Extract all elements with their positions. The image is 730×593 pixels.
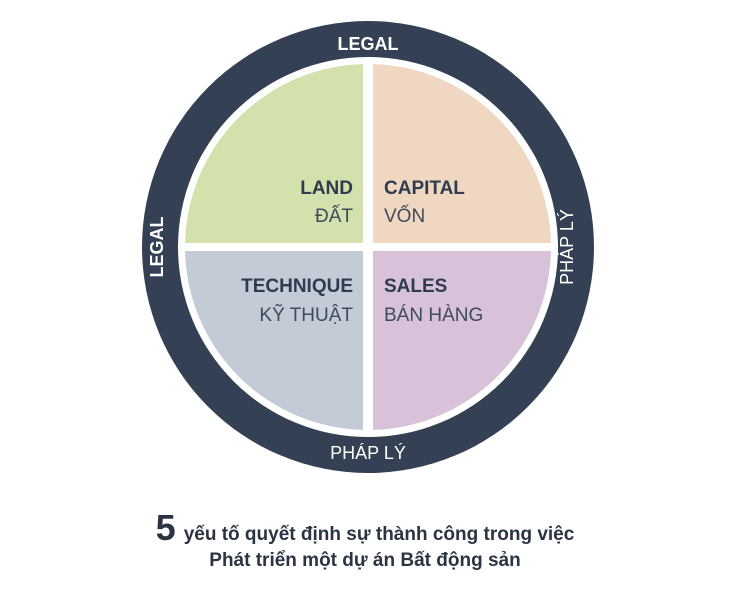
caption: 5 yếu tố quyết định sự thành công trong … bbox=[0, 508, 730, 572]
sales-label: SALES bbox=[384, 276, 447, 297]
technique-label-vi: KỸ THUẬT bbox=[259, 304, 353, 326]
ring-label-right: PHÁP LÝ bbox=[557, 209, 577, 285]
caption-line-2: Phát triển một dự án Bất động sản bbox=[209, 550, 521, 571]
land-label-vi: ĐẤT bbox=[315, 205, 353, 227]
caption-line-1-text: yếu tố quyết định sự thành công trong vi… bbox=[183, 524, 575, 545]
technique-label: TECHNIQUE bbox=[241, 276, 353, 297]
capital-label: CAPITAL bbox=[384, 178, 465, 199]
land-label: LAND bbox=[300, 178, 353, 199]
caption-line-1: 5 yếu tố quyết định sự thành công trong … bbox=[0, 508, 730, 548]
sales-label-vi: BÁN HÀNG bbox=[384, 305, 483, 326]
capital-label-vi: VỐN bbox=[384, 205, 425, 227]
ring-inner-border bbox=[178, 57, 558, 437]
ring-label-left: LEGAL bbox=[147, 216, 167, 277]
caption-number: 5 bbox=[155, 507, 176, 548]
ring-label-bottom: PHÁP LÝ bbox=[330, 443, 406, 463]
ring-label-top: LEGAL bbox=[338, 34, 399, 54]
